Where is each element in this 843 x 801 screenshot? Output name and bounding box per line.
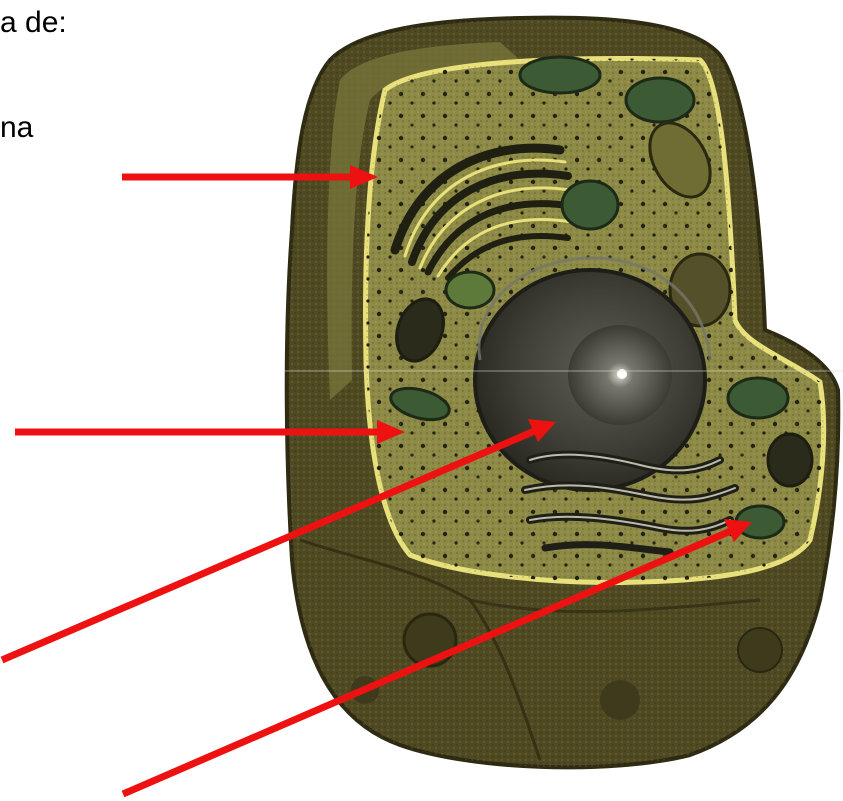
slide: a de: na xyxy=(0,0,843,801)
cell-illustration xyxy=(0,0,843,801)
